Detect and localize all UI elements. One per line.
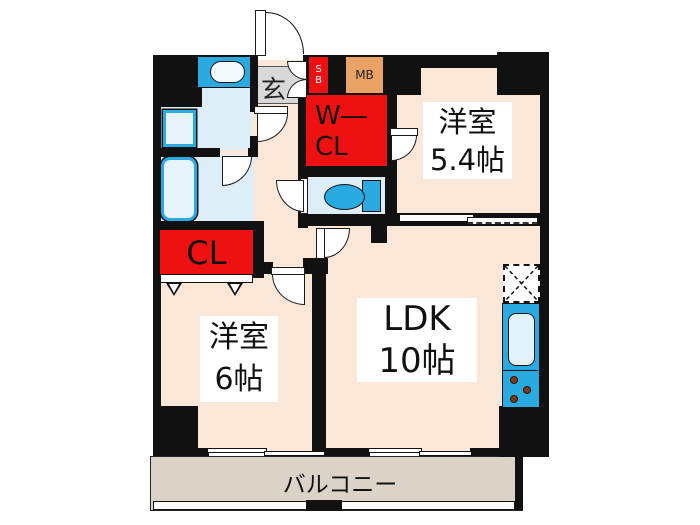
room-label-ldk: LDK 10帖 <box>357 298 477 382</box>
ldk-door-swing-icon <box>324 228 350 258</box>
wall-toilet-top <box>298 164 397 177</box>
wall-bath-closet <box>155 221 258 232</box>
window-icon <box>368 448 422 453</box>
sliding-door-track <box>467 217 538 224</box>
sliding-door-icon <box>399 214 474 222</box>
entrance-door-leaf <box>255 10 266 56</box>
wall-washroom-bath-right <box>248 148 258 157</box>
walk-in-closet-label-line2: CL <box>315 132 348 162</box>
room-label-bedroom2: 洋室 6帖 <box>200 316 278 402</box>
vanity-basin <box>210 61 245 83</box>
stove-burners-icon <box>503 370 538 406</box>
meter-box: MB <box>346 57 383 93</box>
wall-washroom-right-bottom <box>250 136 258 157</box>
bedroom2-name: 洋室 <box>209 320 269 355</box>
entrance-door-arc-icon <box>266 12 304 54</box>
closet: CL <box>160 230 253 275</box>
pillar-top-left <box>153 55 202 107</box>
bedroom2-size: 6帖 <box>214 362 264 397</box>
shoe-box: S B <box>309 57 328 93</box>
vanity-sink-icon <box>197 56 251 88</box>
wall-stub-ldk <box>371 226 387 243</box>
wall-bottom-2 <box>323 448 370 456</box>
bedroom1-name: 洋室 <box>438 104 497 139</box>
balcony-label: バルコニー <box>282 472 398 498</box>
wall-washroom-bath-left <box>155 148 220 157</box>
washing-machine-icon <box>163 110 196 147</box>
bedroom1-size: 5.4帖 <box>429 142 506 177</box>
kitchen-counter <box>502 303 540 408</box>
wall-wcl-left-top <box>298 92 308 180</box>
pillar-bottom-right <box>499 406 549 457</box>
ldk-name: LDK <box>383 299 451 339</box>
closet-folding-door-icon <box>160 274 253 283</box>
closet-label: CL <box>186 233 227 272</box>
balcony-divider <box>306 500 342 511</box>
window-icon <box>207 448 267 453</box>
meter-box-label: MB <box>355 68 374 82</box>
kitchen-sink-icon <box>508 313 535 366</box>
pillar-bottom-left <box>155 406 198 452</box>
pillar-top-right <box>497 52 549 95</box>
walk-in-closet-label-line1: W― <box>315 101 367 131</box>
refrigerator-space-icon <box>503 264 540 303</box>
kitchen-divider <box>503 370 538 371</box>
closet-door-triangle-2 <box>227 283 243 296</box>
bathtub-icon <box>161 157 197 221</box>
wall-washroom-right-top <box>250 55 258 112</box>
toilet-bowl <box>324 184 365 210</box>
wall-bedroom2-ldk <box>312 262 326 452</box>
entrance-label: 玄 <box>261 75 287 104</box>
balcony-right-wall <box>515 456 523 510</box>
ldk-size: 10帖 <box>378 341 456 381</box>
wall-toilet-bottom <box>298 214 397 226</box>
walk-in-closet: W― CL <box>306 95 387 166</box>
shoe-box-label-line1: S <box>315 64 322 75</box>
window-icon <box>264 451 325 456</box>
wall-bedroom2-top-left <box>253 262 273 274</box>
wall-right <box>540 52 549 456</box>
closet-door-triangle-1 <box>166 283 182 296</box>
room-label-bedroom1: 洋室 5.4帖 <box>423 102 512 179</box>
wall-bottom-1 <box>153 448 209 456</box>
wall-left <box>153 55 161 456</box>
window-icon <box>419 451 472 456</box>
shoe-box-label-line2: B <box>315 75 322 86</box>
